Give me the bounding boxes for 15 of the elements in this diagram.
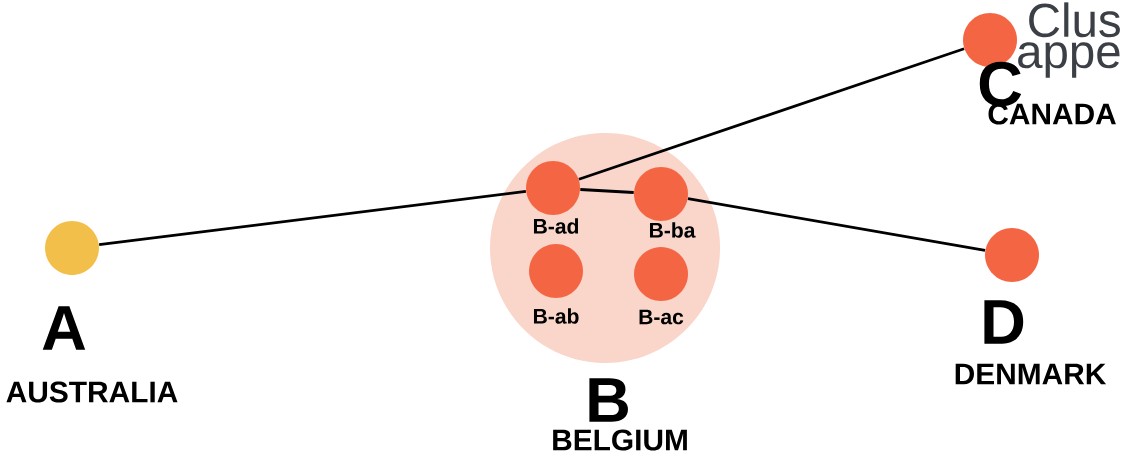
- cluster-label: B-ab: [534, 308, 579, 324]
- country-label: AUSTRALIA: [6, 381, 178, 403]
- connector-line: [98, 190, 527, 246]
- country-label: DENMARK: [955, 363, 1107, 385]
- country-label: BELGIUM: [553, 429, 687, 451]
- cluster-label: B-ba: [650, 222, 696, 238]
- cluster-label: B-ad: [534, 218, 579, 234]
- overlay-text: Clus: [1029, 2, 1120, 38]
- connector-line: [578, 47, 965, 181]
- connector-line: [687, 197, 986, 252]
- letter-label: B: [589, 378, 628, 422]
- cluster-label: B-ac: [639, 309, 684, 325]
- letter-label: A: [42, 306, 86, 350]
- letter-label: D: [984, 300, 1024, 344]
- connector-line: [580, 188, 634, 194]
